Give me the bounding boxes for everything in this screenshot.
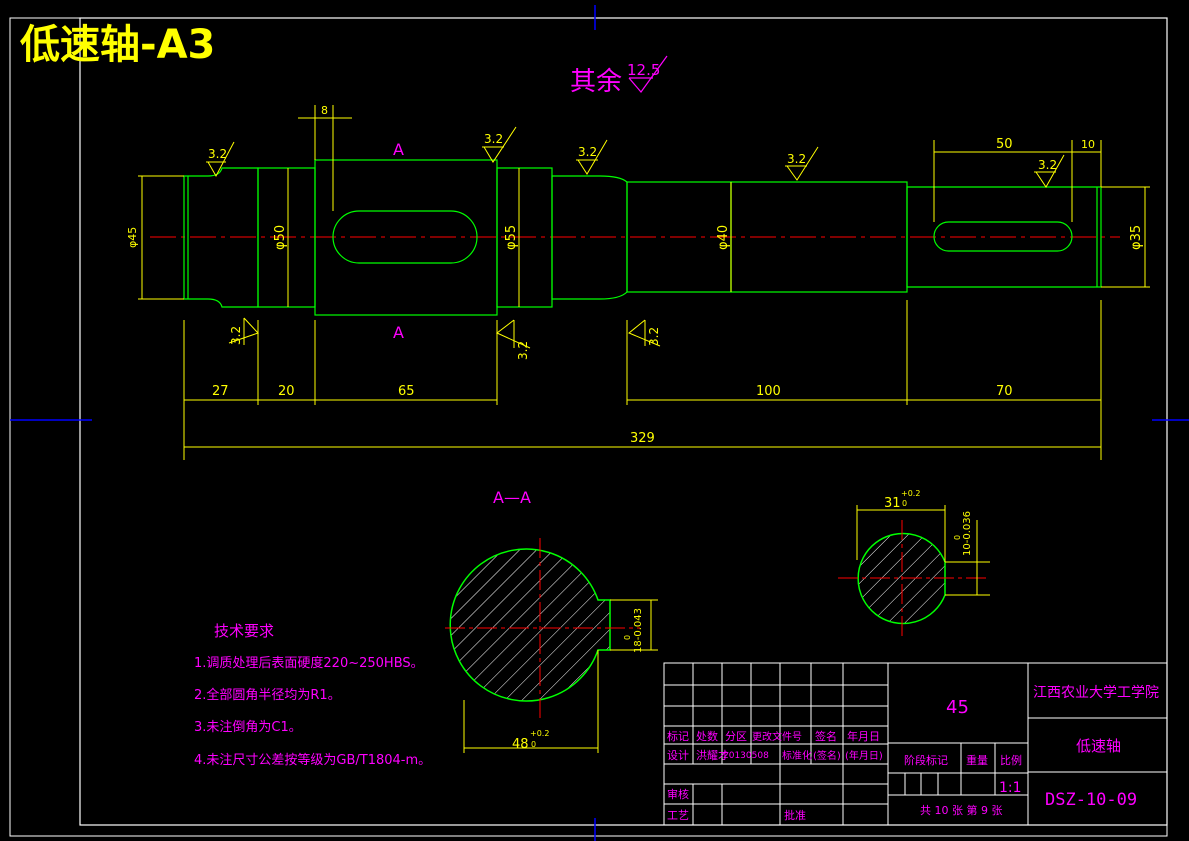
tb-scale-label: 比例 (1000, 753, 1022, 767)
ra-8: 3.2 (647, 327, 661, 346)
ra-6: 3.2 (229, 326, 243, 345)
tb-header-date: 年月日 (847, 729, 880, 743)
sec1-key-up: 0 (623, 635, 632, 640)
tech-req-item: 1.调质处理后表面硬度220~250HBS。 (194, 655, 424, 671)
section-title: A—A (493, 488, 531, 507)
dim-len-70: 70 (996, 384, 1013, 399)
tb-stage-label: 阶段标记 (904, 753, 948, 767)
sheet-title: 低速轴-A3 (20, 22, 215, 68)
section-2-dims: 31 +0.2 0 10-0.036 0 (884, 489, 973, 556)
dimension-texts: 27 20 65 100 70 329 8 50 10 φ45 φ50 φ55 … (126, 104, 1144, 446)
tb-material: 45 (946, 697, 969, 718)
section-mark-bottom: A (393, 323, 404, 342)
dim-dia-40: φ40 (716, 225, 731, 250)
section-view-2 (838, 505, 990, 640)
dim-len-10: 10 (1081, 138, 1095, 151)
dimension-lines (138, 105, 1150, 460)
sec2-width: 31 (884, 496, 901, 511)
tb-header-doc: 更改文件号 (752, 730, 802, 743)
tb-sheets: 共 10 张 第 9 张 (920, 803, 1002, 817)
title-block (663, 662, 1168, 826)
sec1-tol-lo: 0 (531, 740, 536, 749)
tb-header-sign: 签名 (815, 729, 837, 743)
roughness-symbols (206, 126, 1065, 349)
surface-note-prefix: 其余 (570, 67, 622, 97)
sec1-width: 48 (512, 737, 529, 752)
dim-len-65: 65 (398, 384, 415, 399)
tb-approve-label: 批准 (784, 808, 806, 822)
tb-part-name: 低速轴 (1076, 737, 1121, 755)
roughness-values: 3.2 3.2 3.2 3.2 3.2 3.2 3.2 3.2 (208, 132, 1057, 360)
ra-1: 3.2 (208, 147, 227, 161)
dim-dia-45: φ45 (126, 227, 139, 248)
tb-designer-name: 洪耀才 (696, 748, 729, 762)
sec2-key: 10-0.036 (962, 511, 973, 556)
tb-drawing-no: DSZ-10-09 (1045, 790, 1137, 810)
shaft-outline (183, 159, 1102, 316)
dim-dia-55: φ55 (504, 225, 519, 250)
tech-req-item: 4.未注尺寸公差按等级为GB/T1804-m。 (194, 752, 431, 768)
ra-5: 3.2 (1038, 158, 1057, 172)
dim-len-8: 8 (321, 104, 328, 117)
sec1-key: 18-0.043 (633, 608, 644, 653)
sec1-tol: +0.2 (530, 729, 549, 738)
dim-len-50: 50 (996, 137, 1013, 152)
sheet-frame (9, 5, 1189, 841)
ra-4: 3.2 (787, 152, 806, 166)
tech-req-heading: 技术要求 (214, 622, 274, 640)
tb-std-label: 标准化 (782, 749, 812, 762)
tb-header-zone: 分区 (725, 730, 747, 743)
sec2-tol: +0.2 (901, 489, 920, 498)
tb-school: 江西农业大学工学院 (1033, 685, 1159, 701)
ra-7: 3.2 (516, 341, 530, 360)
sec2-key-up: 0 (953, 535, 962, 540)
dim-len-20: 20 (278, 384, 295, 399)
tb-header-count: 处数 (696, 730, 718, 743)
tb-date-label: (年月日) (845, 749, 883, 762)
tb-sign-label: (签名) (813, 749, 841, 762)
ra-3: 3.2 (578, 145, 597, 159)
section-aa-dims: 48 +0.2 0 18-0.043 0 (512, 608, 644, 752)
tb-header-mark: 标记 (667, 729, 689, 743)
title-block-text: 标记 处数 分区 更改文件号 签名 年月日 设计 洪耀才 20130508 标准… (667, 685, 1159, 822)
tb-scale-value: 1:1 (999, 780, 1022, 796)
dim-len-100: 100 (756, 384, 781, 399)
technical-requirements: 技术要求 1.调质处理后表面硬度220~250HBS。 2.全部圆角半径均为R1… (194, 622, 431, 768)
section-mark-top: A (393, 140, 404, 159)
tb-designer-label: 设计 (667, 749, 689, 762)
sec2-tol-lo: 0 (902, 499, 907, 508)
dim-dia-35: φ35 (1129, 225, 1144, 250)
tech-req-item: 3.未注倒角为C1。 (194, 720, 302, 735)
ra-2: 3.2 (484, 132, 503, 146)
surface-roughness-note: 其余 12.5 (570, 55, 668, 97)
tb-designer-date: 20130508 (723, 751, 769, 761)
section-marks: A A A—A (393, 140, 531, 507)
dim-len-27: 27 (212, 384, 229, 399)
tech-req-item: 2.全部圆角半径均为R1。 (194, 687, 341, 703)
surface-note-value: 12.5 (627, 61, 660, 79)
tb-weight-label: 重量 (966, 753, 988, 767)
section-view-aa (445, 538, 658, 753)
dim-dia-50: φ50 (273, 225, 288, 250)
dim-len-329: 329 (630, 431, 655, 446)
tb-review-label: 审核 (667, 787, 689, 801)
tb-process-label: 工艺 (667, 809, 689, 822)
